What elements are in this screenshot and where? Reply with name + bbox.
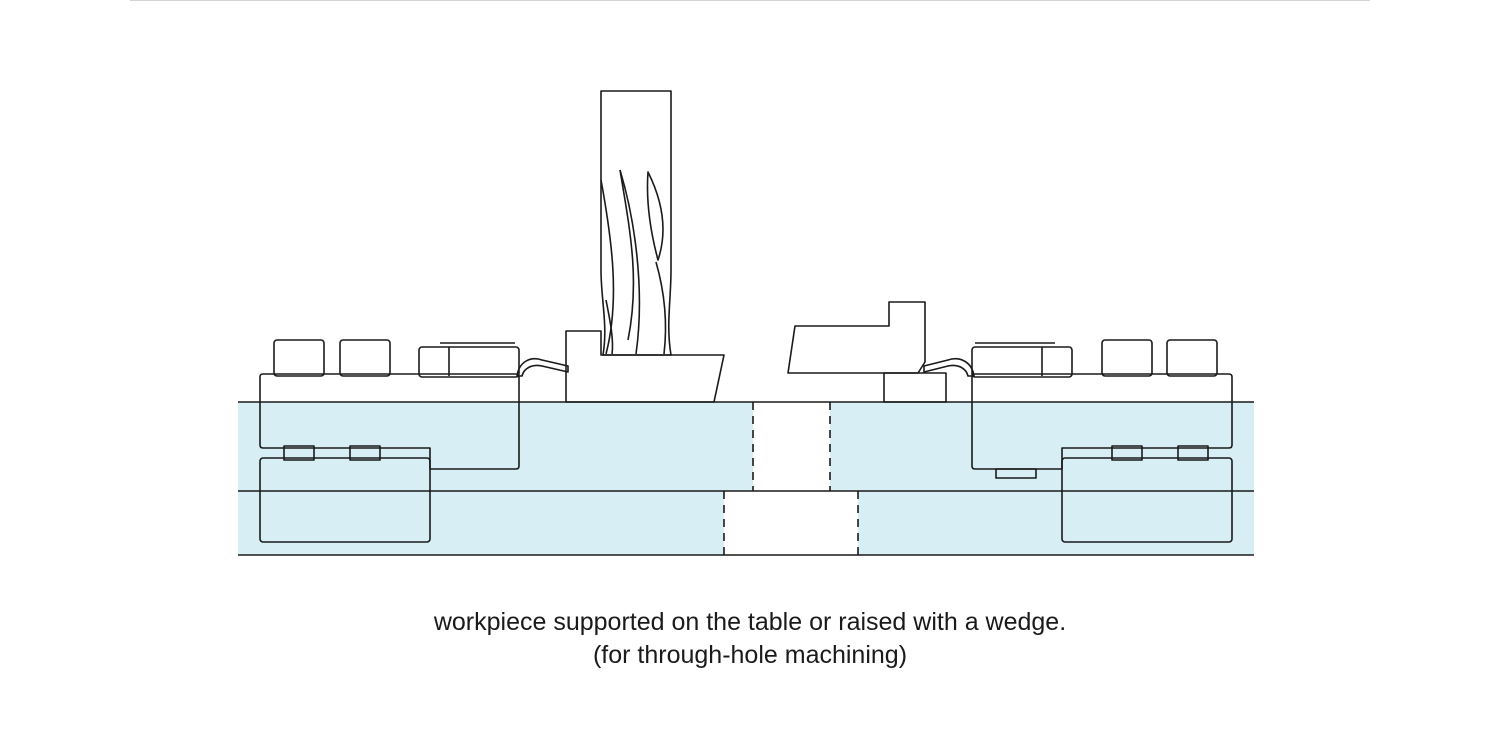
left-clamp-spring-arm: [516, 358, 569, 377]
top-divider: [130, 0, 1370, 1]
end-mill-cutter: [600, 90, 672, 356]
left-clamp-bolt-heads: [273, 339, 520, 378]
caption-line-2: (for through-hole machining): [592, 641, 908, 669]
left-jaw: [565, 330, 725, 403]
right-jaw: [787, 301, 926, 374]
through-hole: [723, 402, 859, 555]
right-clamp-spring-arm: [923, 358, 975, 377]
wedge-support: [883, 372, 947, 403]
left-clamp-lower-block: [259, 445, 431, 543]
left-clamp-body: [259, 373, 520, 470]
clamping-diagram: [238, 90, 1254, 556]
table-lower-layer: [238, 491, 1254, 555]
caption-line-1: workpiece supported on the table or rais…: [433, 608, 1067, 636]
right-clamp-lower-block: [1061, 445, 1233, 543]
right-clamp-bolt-heads: [971, 339, 1218, 378]
right-clamp-body: [971, 373, 1233, 479]
table-lines: [238, 401, 1254, 556]
workpiece-upper-layer: [238, 402, 1254, 491]
